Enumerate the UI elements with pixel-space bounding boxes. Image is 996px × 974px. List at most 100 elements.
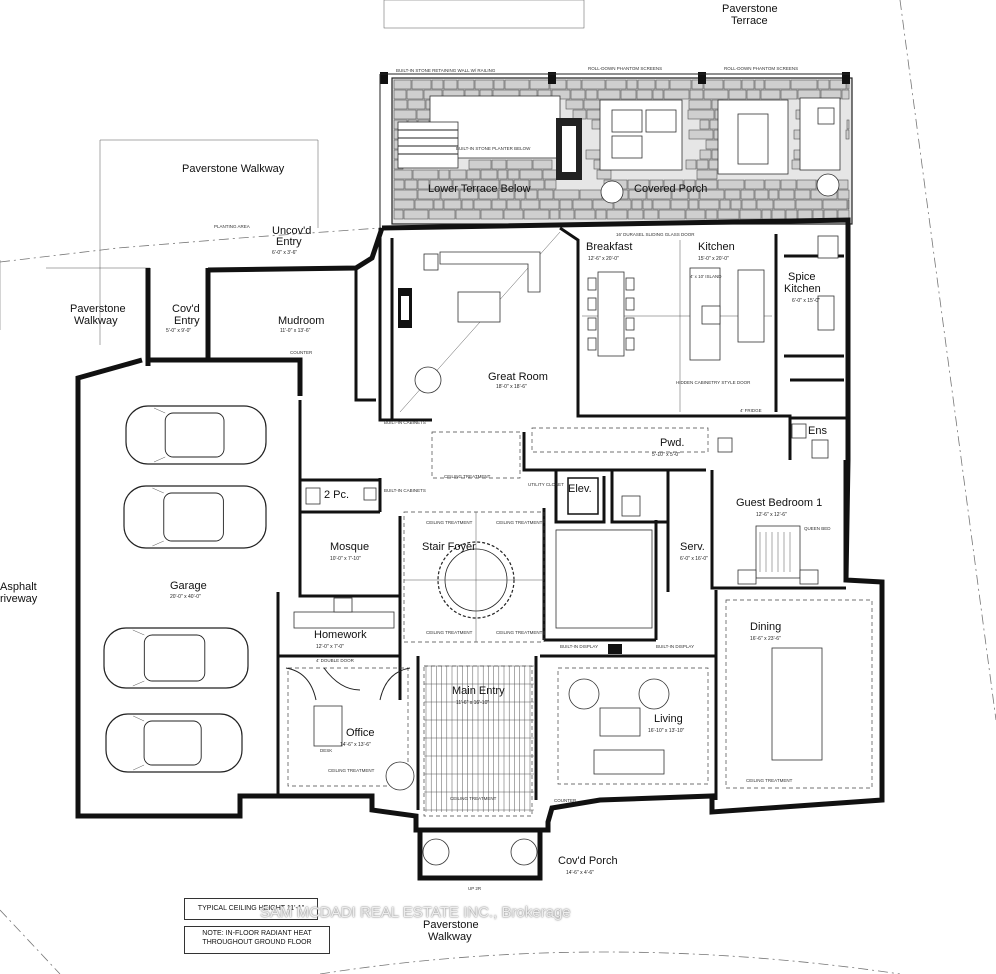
spice-kitchen-dim: 6'-0" x 15'-0" — [792, 298, 820, 304]
stone-tile — [768, 189, 779, 200]
stone-tile — [544, 179, 557, 190]
interior-walls — [206, 226, 846, 810]
stone-tile — [817, 79, 830, 90]
stone-tile — [506, 159, 533, 170]
stone-tile — [837, 189, 850, 200]
stone-tile — [773, 199, 796, 210]
brokerage-watermark: SAM MCDADI REAL ESTATE INC., Brokerage — [260, 904, 571, 921]
stone-tile — [689, 89, 704, 100]
car-outline — [103, 627, 249, 689]
stone-tile — [613, 199, 632, 210]
stone-tile — [585, 89, 598, 100]
stone-tile — [393, 169, 413, 180]
spice-kitchen-label-a: Spice — [788, 271, 816, 283]
stone-tile — [669, 79, 692, 90]
planter-label: BUILT-IN STONE PLANTER BELOW — [456, 146, 531, 151]
dining-label: Dining — [750, 621, 781, 633]
ceiling-height-note: TYPICAL CEILING HEIGHT 11'-1" — [184, 898, 318, 920]
stone-tile — [778, 189, 795, 200]
stone-tile — [643, 209, 659, 220]
fridge-label: 4' FRIDGE — [740, 408, 762, 413]
guest-bedroom-dim: 12'-6" x 12'-6" — [756, 512, 787, 518]
built-in-display-label-2: BUILT-IN DISPLAY — [656, 644, 694, 649]
stone-tile — [785, 209, 798, 220]
walkway-left-label-b: Walkway — [74, 315, 118, 327]
stone-tile — [688, 199, 699, 210]
stone-tile — [663, 89, 690, 100]
stone-tile — [688, 99, 712, 110]
stone-tile — [652, 199, 671, 210]
covered-porch-top-label: Covered Porch — [634, 183, 707, 195]
elev-label: Elev. — [568, 483, 592, 495]
stone-tile — [795, 199, 823, 210]
stone-tile — [572, 199, 593, 210]
chair — [587, 277, 597, 291]
stone-tile — [549, 79, 567, 90]
ceiling-treatment-label-7: CEILING TREATMENT — [328, 768, 375, 773]
stone-tile — [520, 199, 540, 210]
ceiling-height-text: TYPICAL CEILING HEIGHT 11'-1" — [197, 905, 305, 912]
stone-tile — [566, 79, 582, 90]
stone-tile — [480, 169, 498, 180]
main-entry-dim: 11'-6" x 16'-10" — [456, 700, 489, 706]
phantom-screen-label-2: ROLL-DOWN PHANTOM SCREENS — [724, 66, 798, 71]
stone-tile — [523, 209, 550, 220]
stone-tile — [414, 199, 434, 210]
stone-tile — [797, 209, 813, 220]
stone-tile — [549, 209, 560, 220]
car-outline — [125, 405, 267, 465]
stone-tile — [605, 79, 627, 90]
stair-foyer-drawing — [404, 512, 653, 642]
stone-tile — [687, 109, 715, 120]
walkway-bottom-label-a: Paverstone — [423, 919, 479, 931]
stone-tile — [498, 189, 515, 200]
stone-tile — [499, 179, 514, 190]
stone-tile — [717, 179, 745, 190]
stone-tile — [597, 89, 621, 100]
stone-tile — [433, 199, 444, 210]
stone-tile — [473, 199, 492, 210]
walkway-top-label: Paverstone Walkway — [182, 163, 285, 175]
chair — [587, 297, 597, 311]
double-door-label: 4' DOUBLE DOOR — [316, 658, 355, 663]
stone-tile — [670, 199, 689, 210]
stone-tile — [592, 199, 614, 210]
covd-entry-label-b: Entry — [174, 315, 200, 327]
stone-tile — [452, 179, 473, 190]
furniture — [285, 235, 839, 866]
room-labels: Paverstone Terrace Paverstone Walkway Pa… — [0, 3, 827, 943]
stone-tile — [741, 199, 757, 210]
stone-tile — [606, 209, 628, 220]
terrace-label-a: Paverstone — [722, 3, 778, 15]
stone-tile — [551, 89, 571, 100]
stone-tile — [730, 199, 742, 210]
stone-tile — [841, 89, 850, 100]
stone-tile — [649, 179, 664, 190]
island-label: 4' x 10' ISLAND — [690, 274, 722, 279]
walkway-left-label-a: Paverstone — [70, 303, 126, 315]
stone-tile — [696, 159, 709, 170]
stone-tile — [507, 169, 520, 180]
stone-tile — [717, 209, 740, 220]
stone-tile — [627, 209, 644, 220]
stone-tile — [595, 209, 607, 220]
stone-tile — [497, 169, 508, 180]
stone-tile — [503, 209, 524, 220]
stone-tile — [504, 79, 530, 90]
stone-tile — [570, 89, 586, 100]
driveway-label-b: riveway — [0, 593, 38, 605]
stone-tile — [574, 209, 596, 220]
spice-kitchen-label-b: Kitchen — [784, 283, 821, 295]
stone-tile — [780, 179, 797, 190]
stone-tile — [658, 209, 686, 220]
living-dim: 16'-10" x 13'-10" — [648, 728, 685, 734]
covd-porch-label: Cov'd Porch — [558, 855, 618, 867]
garage-label: Garage — [170, 580, 207, 592]
stone-tile — [443, 199, 462, 210]
stone-tile — [761, 209, 772, 220]
stone-tile — [539, 199, 560, 210]
stone-tile — [559, 209, 575, 220]
stone-tile — [756, 199, 774, 210]
radiant-heat-text-a: NOTE: IN-FLOOR RADIANT HEAT — [202, 930, 312, 937]
